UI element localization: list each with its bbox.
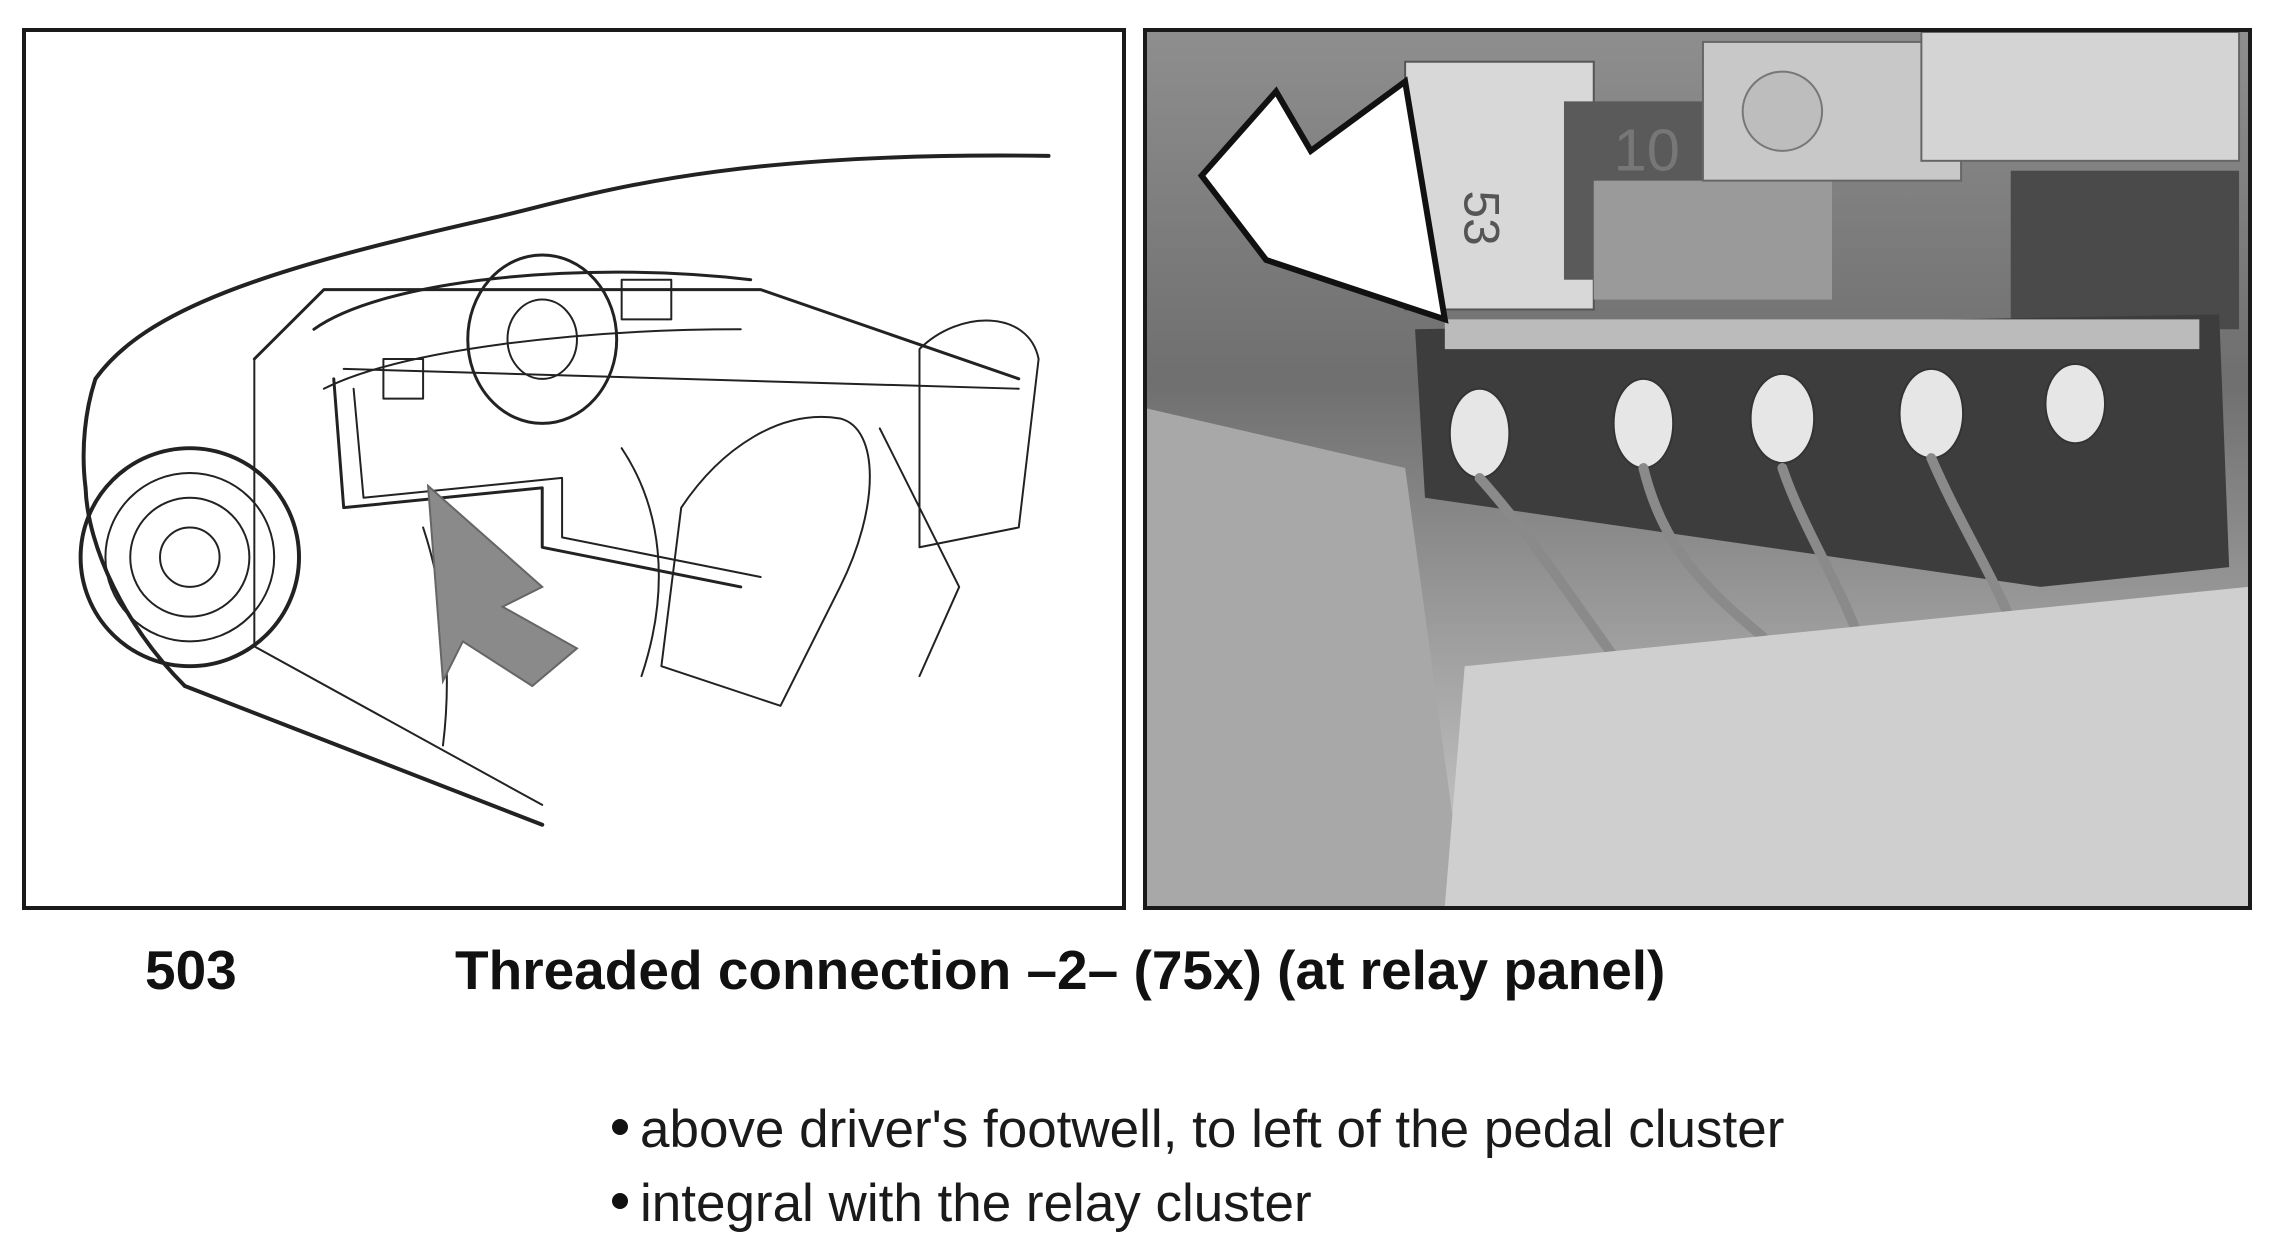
list-item: above driver's footwell, to left of the … — [612, 1093, 1784, 1167]
bullet-icon — [612, 1119, 628, 1135]
arrow-icon — [1197, 76, 1449, 324]
relay-panel-photo-icon: 10 53 — [1147, 32, 2248, 906]
fuse-label-53: 53 — [1454, 191, 1510, 246]
relay-panel-photo: 10 53 — [1143, 28, 2252, 910]
figure-caption: 503 Threaded connection –2– (75x) (at re… — [0, 935, 2280, 1005]
fuse-label-10: 10 — [1614, 117, 1680, 184]
car-interior-line-drawing-icon — [78, 153, 1051, 827]
figure-number: 503 — [145, 939, 237, 1001]
bullet-text: above driver's footwell, to left of the … — [640, 1100, 1785, 1159]
car-interior-illustration — [22, 28, 1126, 910]
list-item: integral with the relay cluster — [612, 1167, 1784, 1241]
bullet-text: integral with the relay cluster — [640, 1174, 1312, 1233]
arrow-icon — [426, 483, 579, 688]
figure-title: Threaded connection –2– (75x) (at relay … — [455, 939, 1666, 1001]
location-notes: above driver's footwell, to left of the … — [612, 1093, 1784, 1241]
bullet-icon — [612, 1193, 628, 1209]
